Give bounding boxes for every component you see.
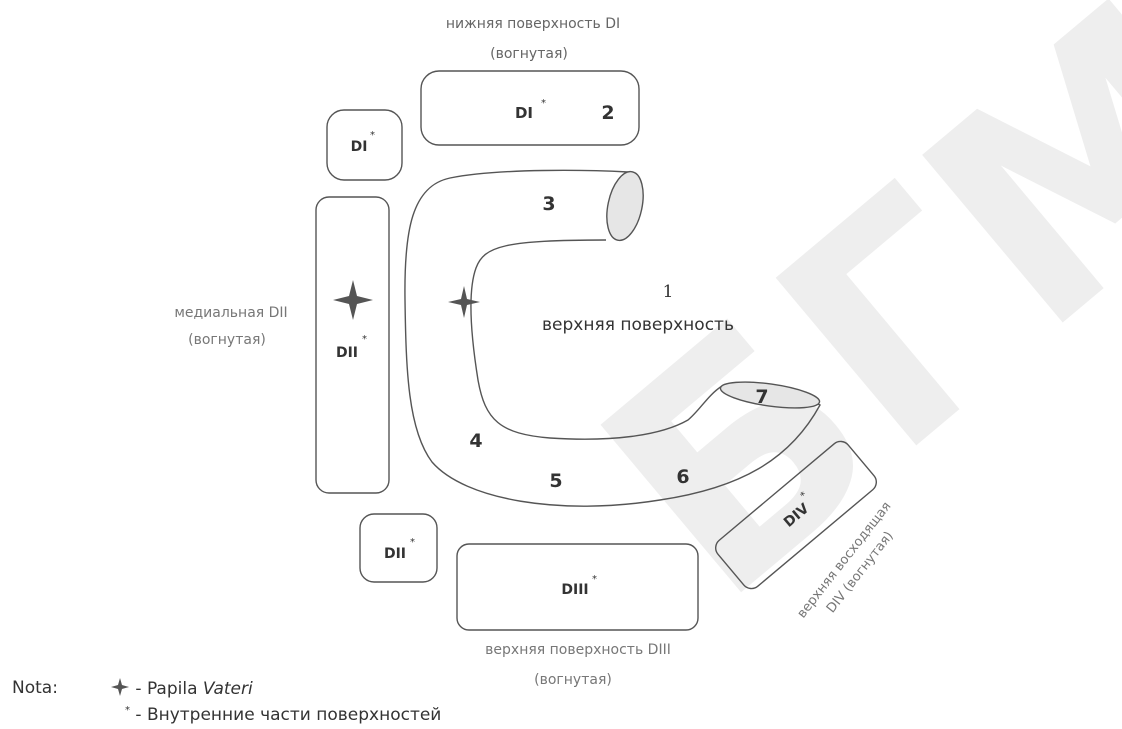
diii-box: DIII * <box>457 544 698 630</box>
medial-title: медиальная DII <box>174 305 287 321</box>
di-top-label: DI <box>515 104 533 122</box>
legend-inner-parts: * - Внутренние части поверхностей <box>110 705 441 725</box>
papila-star-icon <box>110 678 130 696</box>
inferior-surface-title: нижняя поверхность DI <box>446 16 620 32</box>
di-left-box: DI * <box>327 110 402 180</box>
inner-mark: * <box>592 574 597 585</box>
legend-papila-italic: Vateri <box>203 679 253 699</box>
legend-papila: - Papila Vateri <box>110 678 253 699</box>
legend-inner-text: - Внутренние части поверхностей <box>135 705 441 725</box>
number-4: 4 <box>469 430 482 452</box>
number-7: 7 <box>755 386 768 408</box>
dii-left-box: DII * <box>316 197 389 493</box>
inner-mark: * <box>410 537 415 548</box>
number-6: 6 <box>676 466 689 488</box>
inferior-surface-sub: (вогнутая) <box>490 46 568 62</box>
inner-mark: * <box>541 98 546 109</box>
number-5: 5 <box>549 470 562 492</box>
superior-title: верхняя поверхность <box>542 315 734 335</box>
dii-left-label: DII <box>336 345 358 361</box>
diii-sub: (вогнутая) <box>534 672 612 688</box>
number-2: 2 <box>601 102 614 124</box>
dii-bottom-box: DII * <box>360 514 437 582</box>
diii-title: верхняя поверхность DIII <box>485 642 671 658</box>
legend-nota: Nota: <box>12 678 58 698</box>
di-top-box: DI * 2 <box>421 71 639 145</box>
dii-bottom-label: DII <box>384 546 406 562</box>
di-left-label: DI <box>351 139 368 155</box>
lumen-proximal <box>601 168 649 244</box>
papila-star-icon <box>448 286 480 318</box>
legend-papila-prefix: - Papila <box>135 679 203 699</box>
inner-mark: * <box>110 705 130 716</box>
inner-mark: * <box>370 130 375 141</box>
number-3: 3 <box>542 193 555 215</box>
superior-number: 1 <box>663 282 674 302</box>
papila-star-icon <box>333 280 373 320</box>
diii-label: DIII <box>561 582 588 598</box>
inner-mark: * <box>362 334 367 345</box>
medial-sub: (вогнутая) <box>188 332 266 348</box>
